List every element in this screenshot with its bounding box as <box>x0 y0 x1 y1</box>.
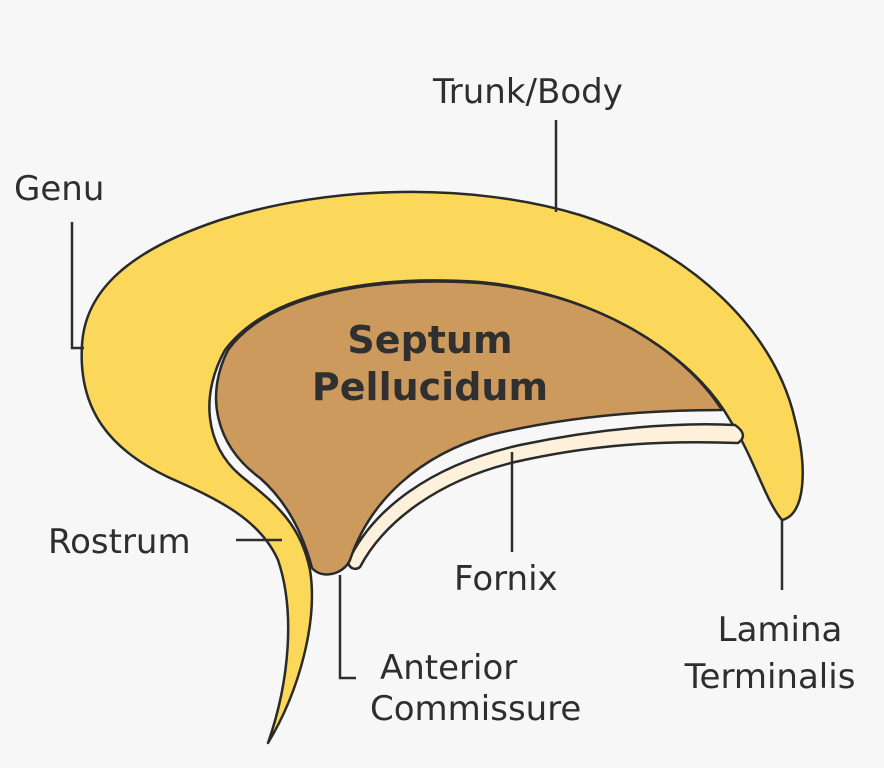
trunk-body-label: Trunk/Body <box>432 72 623 112</box>
anterior-commissure-label-line2: Commissure <box>370 689 581 729</box>
septum-pellucidum-label-line2: Pellucidum <box>312 365 548 409</box>
septum-pellucidum-shape <box>214 280 724 576</box>
lamina-terminalis-label-line2: Terminalis <box>684 657 856 697</box>
rostrum-label: Rostrum <box>48 522 191 562</box>
fornix-shape <box>346 423 745 571</box>
anterior-commissure-leader <box>338 575 356 680</box>
genu-leader <box>70 222 84 350</box>
genu-label: Genu <box>14 169 104 209</box>
lamina-terminalis-label-line1: Lamina <box>718 610 843 650</box>
anterior-commissure-label-line1: Anterior <box>380 648 517 688</box>
septum-pellucidum-label-line1: Septum <box>347 318 512 362</box>
fornix-label: Fornix <box>454 559 558 599</box>
corpus-callosum-shape <box>80 190 804 745</box>
